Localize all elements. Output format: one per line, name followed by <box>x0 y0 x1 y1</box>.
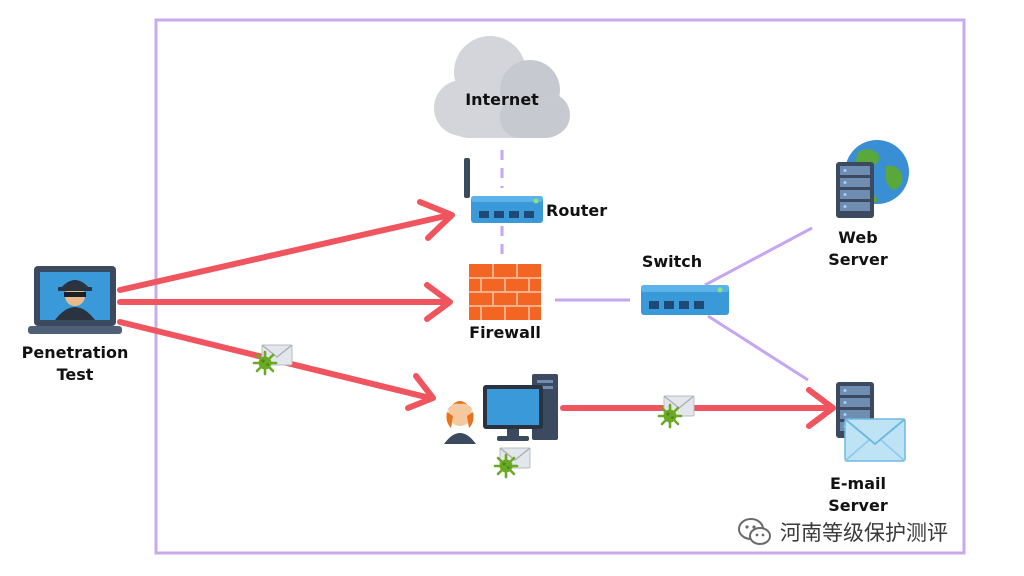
infected-email-icon <box>657 395 695 429</box>
web-server-label: Web Server <box>818 227 898 271</box>
infected-email-icon <box>252 344 293 376</box>
email-server-label-line1: E-mail <box>829 474 886 493</box>
router-icon <box>464 158 543 223</box>
firewall-label: Firewall <box>469 323 541 342</box>
cloud-icon <box>434 36 570 138</box>
network-boundary-frame <box>154 18 966 555</box>
link-switch-email-server <box>707 314 809 382</box>
switch-label: Switch <box>641 252 703 271</box>
firewall-icon <box>469 264 541 320</box>
attack-arrow-to-email-server <box>560 387 836 429</box>
email-server-label: E-mail Server <box>818 473 898 517</box>
attack-arrow-to-router <box>117 199 455 293</box>
pentest-label-line2: Test <box>56 365 94 384</box>
email-server-icon <box>836 382 906 462</box>
user-workstation-icon <box>444 374 558 444</box>
web-server-label-line2: Server <box>828 250 888 269</box>
pentest-label: Penetration Test <box>20 342 130 386</box>
router-label: Router <box>546 201 608 220</box>
switch-icon <box>641 285 729 315</box>
web-server-icon <box>836 140 909 218</box>
attack-arrow-to-firewall <box>117 282 453 322</box>
link-switch-web-server <box>704 226 813 287</box>
email-server-label-line2: Server <box>828 496 888 515</box>
pentest-label-line1: Penetration <box>21 343 129 362</box>
infected-email-icon <box>493 447 531 479</box>
web-server-label-line1: Web <box>838 228 878 247</box>
wechat-icon <box>738 518 771 545</box>
watermark: 河南等级保护测评 <box>738 514 948 550</box>
watermark-text: 河南等级保护测评 <box>780 521 948 545</box>
hacker-laptop-icon <box>28 266 122 334</box>
internet-label: Internet <box>465 90 539 109</box>
